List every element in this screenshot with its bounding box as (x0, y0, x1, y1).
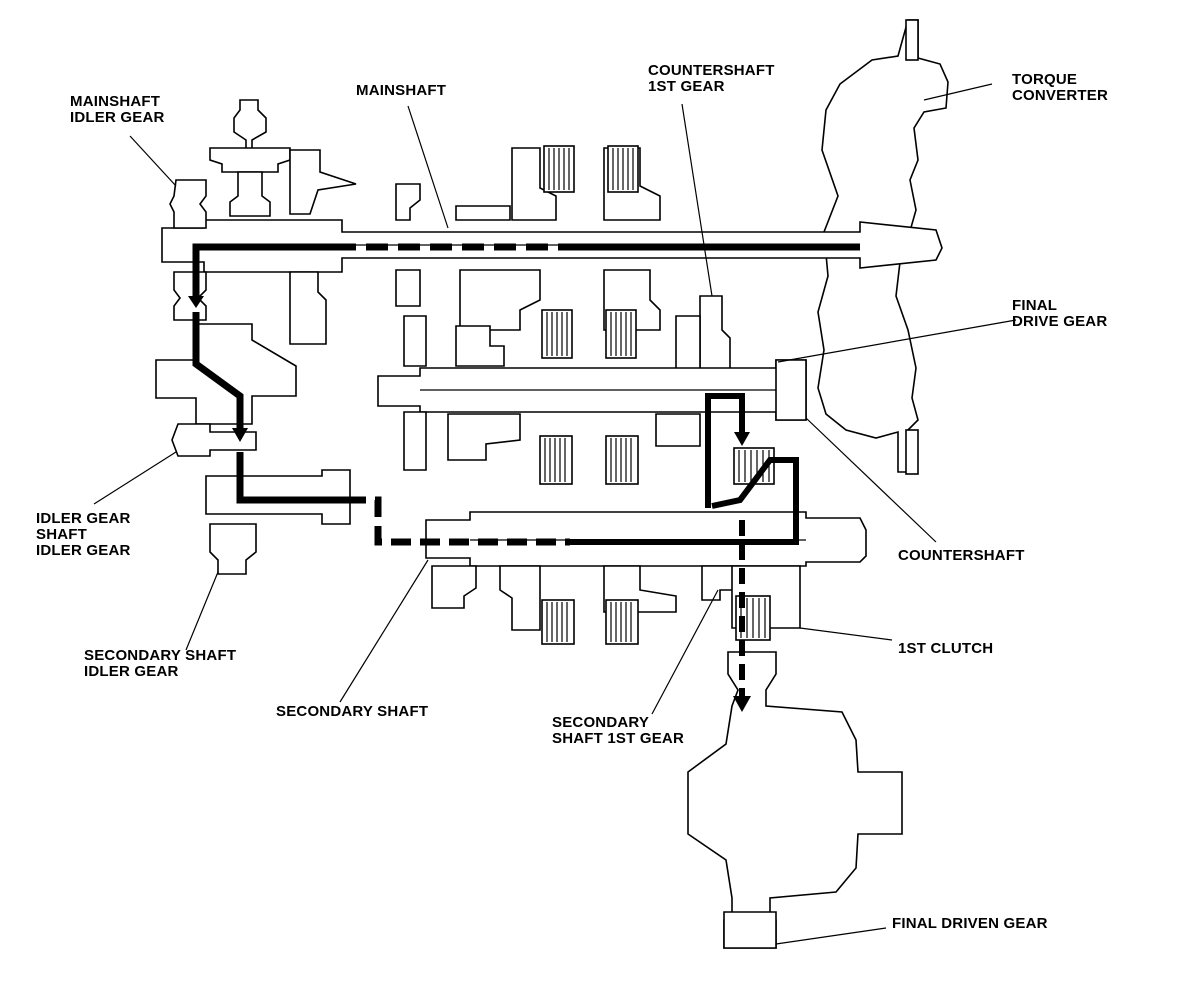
label-mainshaft: MAINSHAFT (356, 83, 446, 99)
label-line: COUNTERSHAFT (648, 62, 775, 79)
label-first-clutch: 1ST CLUTCH (898, 641, 993, 657)
label-line: SHAFT (36, 526, 87, 543)
label-line: TORQUE (1012, 71, 1078, 88)
label-torque-converter: TORQUE CONVERTER (1012, 72, 1108, 104)
label-line: SECONDARY SHAFT (84, 647, 237, 664)
label-line: DRIVE GEAR (1012, 313, 1108, 330)
leader-lines (93, 83, 1017, 945)
label-countershaft-1st-gear: COUNTERSHAFT 1ST GEAR (648, 63, 775, 95)
label-line: FINAL DRIVEN GEAR (892, 915, 1048, 932)
label-mainshaft-idler-gear: MAINSHAFT IDLER GEAR (70, 94, 165, 126)
label-line: SECONDARY SHAFT (276, 703, 429, 720)
countershaft-gear-cluster (403, 315, 701, 471)
label-line: IDLER GEAR (36, 510, 131, 527)
label-line: IDLER GEAR (36, 542, 131, 559)
countershaft-1st-gear (675, 295, 731, 371)
mainshaft-clutch-packs (541, 145, 639, 359)
final-driven-gear (723, 911, 777, 949)
secondary-shaft-idler-gear (205, 469, 351, 575)
final-drive-gear (775, 359, 807, 421)
label-line: MAINSHAFT (356, 82, 447, 99)
label-line: MAINSHAFT (70, 93, 161, 110)
label-final-driven-gear: FINAL DRIVEN GEAR (892, 916, 1048, 932)
first-clutch (541, 565, 801, 645)
label-line: FINAL (1012, 297, 1058, 314)
label-final-drive-gear: FINAL DRIVE GEAR (1012, 298, 1107, 330)
label-secondary-shaft-idler-gear: SECONDARY SHAFT IDLER GEAR (84, 648, 236, 680)
label-countershaft: COUNTERSHAFT (898, 548, 1025, 564)
label-line: IDLER GEAR (84, 663, 179, 680)
upper-gear-cluster (209, 99, 357, 345)
label-secondary-shaft-1st-gear: SECONDARY SHAFT 1ST GEAR (552, 715, 684, 747)
label-line: CONVERTER (1012, 87, 1108, 104)
label-secondary-shaft: SECONDARY SHAFT (276, 704, 428, 720)
power-flow-path (188, 243, 860, 712)
label-line: COUNTERSHAFT (898, 547, 1025, 564)
label-line: SHAFT 1ST GEAR (552, 730, 684, 747)
label-line: 1ST CLUTCH (898, 640, 994, 657)
label-line: SECONDARY (552, 714, 650, 731)
label-line: 1ST GEAR (648, 78, 725, 95)
differential (687, 651, 903, 949)
label-idler-gear-shaft-idler-gear: IDLER GEAR SHAFT IDLER GEAR (36, 511, 131, 559)
label-line: IDLER GEAR (70, 109, 165, 126)
idler-gear-shaft (155, 323, 297, 425)
